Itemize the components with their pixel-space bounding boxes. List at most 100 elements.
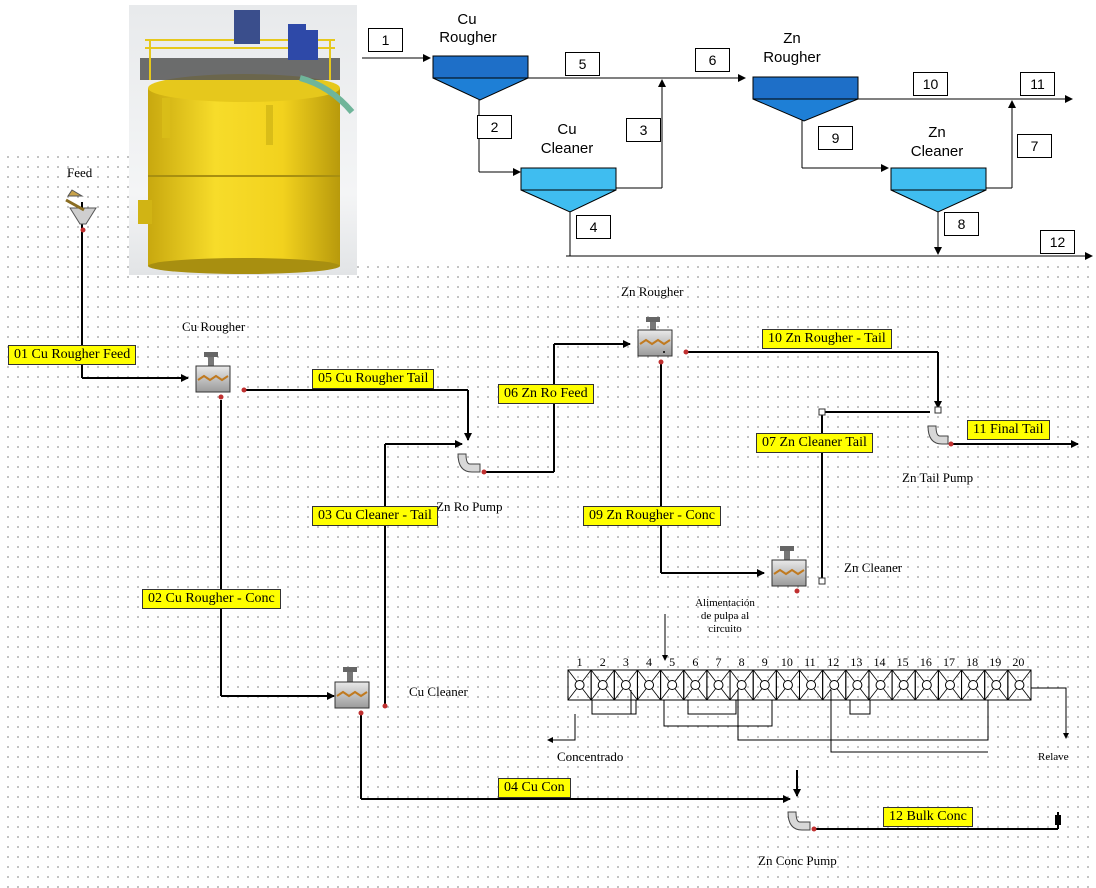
zn-cleaner-label: Zn Cleaner — [844, 560, 903, 575]
bank-cell-number-5: 5 — [669, 655, 676, 669]
stream-label-09: 09 Zn Rougher - Conc — [583, 506, 721, 526]
bank-cell-impeller-3 — [620, 680, 631, 690]
bank-cell-impeller-10 — [782, 680, 793, 690]
schematic-label-cu-cleaner-2: Cleaner — [540, 140, 594, 157]
concentrate-label: Concentrado — [557, 749, 624, 764]
bank-cell-impeller-13 — [852, 680, 863, 690]
schematic-cu-rougher-cell — [432, 55, 529, 101]
zn-conc-pump-label: Zn Conc Pump — [758, 853, 837, 868]
cu-rougher-cell-icon — [195, 352, 247, 400]
flotation-bank-diagram — [547, 614, 1069, 753]
bank-cell-number-15: 15 — [896, 655, 909, 669]
stream-number-1: 1 — [368, 28, 403, 52]
schematic-label-zn-rougher-1: Zn — [783, 30, 801, 47]
schematic-label-cu-cleaner-1: Cu — [557, 121, 577, 138]
schematic-cu-cleaner-cell — [520, 167, 617, 213]
zn-tail-pump-label: Zn Tail Pump — [902, 470, 974, 485]
bank-cell-impeller-11 — [806, 680, 817, 690]
bank-cell-impeller-20 — [1014, 680, 1025, 690]
bank-feed-label: Alimentación de pulpa al circuito — [690, 597, 760, 636]
bank-cell-number-17: 17 — [942, 655, 955, 669]
stream-label-05: 05 Cu Rougher Tail — [312, 369, 435, 389]
stream-label-11: 11 Final Tail — [967, 420, 1050, 440]
stream-label-04: 04 Cu Con — [498, 778, 571, 798]
bank-feed-label-line-1: Alimentación — [695, 597, 755, 609]
schematic-label-zn-cleaner-2: Cleaner — [910, 143, 964, 160]
bank-cell-impeller-12 — [829, 680, 840, 690]
bank-cell-impeller-9 — [759, 680, 770, 690]
zn-cleaner-cell-icon — [771, 408, 826, 594]
bank-feed-label-line-2: de pulpa al — [700, 610, 750, 622]
stream-number-8: 8 — [944, 212, 979, 236]
bank-cell-impeller-7 — [713, 680, 724, 690]
bank-cell-number-4: 4 — [646, 655, 653, 669]
bank-cell-number-9: 9 — [761, 655, 768, 669]
stream-number-4: 4 — [576, 215, 611, 239]
zn-rougher-cell-icon — [637, 317, 689, 365]
zn-rougher-label: Zn Rougher — [621, 284, 684, 299]
schematic-label-zn-cleaner-1: Zn — [928, 124, 946, 141]
bank-cell-impeller-5 — [667, 680, 678, 690]
bank-cell-impeller-15 — [898, 680, 909, 690]
schematic-zn-rougher-cell — [752, 76, 859, 122]
zn-ro-pump-icon — [457, 453, 487, 475]
stream-number-11: 11 — [1020, 72, 1055, 96]
tailings-label: Relave — [1038, 751, 1069, 763]
bank-cell-impeller-16 — [921, 680, 932, 690]
zn-tail-pump-icon — [927, 406, 954, 447]
bank-cell-impeller-6 — [690, 680, 701, 690]
schematic-label-zn-rougher-2: Rougher — [763, 49, 821, 66]
bank-cell-number-8: 8 — [738, 655, 745, 669]
stream-label-02: 02 Cu Rougher - Conc — [142, 589, 281, 609]
stream-label-07: 07 Zn Cleaner Tail — [756, 433, 873, 453]
schematic-label-cu-rougher-2: Rougher — [439, 29, 497, 46]
flowsheet-lines — [81, 202, 1079, 830]
stream-number-3: 3 — [626, 118, 661, 142]
stream-number-2: 2 — [477, 115, 512, 139]
stream-number-10: 10 — [913, 72, 948, 96]
bank-cell-impeller-4 — [644, 680, 655, 690]
schematic-flowsheet — [362, 54, 1093, 260]
bank-cell-impeller-8 — [736, 680, 747, 690]
stream-number-7: 7 — [1017, 134, 1052, 158]
cu-cleaner-cell-icon — [334, 667, 388, 716]
bank-cell-number-11: 11 — [804, 655, 816, 669]
bank-cell-number-19: 19 — [989, 655, 1002, 669]
cu-cleaner-label: Cu Cleaner — [409, 684, 468, 699]
bank-cell-impeller-19 — [991, 680, 1002, 690]
schematic-label-cu-rougher-1: Cu — [457, 11, 477, 28]
bank-cell-number-1: 1 — [576, 655, 583, 669]
bank-cell-20 — [1007, 669, 1032, 701]
bank-cell-number-2: 2 — [599, 655, 606, 669]
stream-label-12: 12 Bulk Conc — [883, 807, 973, 827]
stream-label-03: 03 Cu Cleaner - Tail — [312, 506, 438, 526]
bank-cell-number-10: 10 — [780, 655, 793, 669]
stream-endpoints — [663, 351, 665, 353]
bank-cell-impeller-1 — [574, 680, 585, 690]
bank-cell-number-6: 6 — [692, 655, 699, 669]
bank-feed-label-line-3: circuito — [708, 623, 742, 635]
bank-cell-number-20: 20 — [1012, 655, 1025, 669]
bank-cell-number-13: 13 — [850, 655, 863, 669]
stream-number-9: 9 — [818, 126, 853, 150]
stream-label-06: 06 Zn Ro Feed — [498, 384, 594, 404]
feed-hopper — [65, 189, 97, 233]
bank-cell-number-12: 12 — [827, 655, 840, 669]
bank-cell-impeller-17 — [944, 680, 955, 690]
stream-number-5: 5 — [565, 52, 600, 76]
bank-cell-number-14: 14 — [873, 655, 886, 669]
flotation-tank-illustration — [138, 10, 355, 274]
stream-number-6: 6 — [695, 48, 730, 72]
bank-cell-number-7: 7 — [715, 655, 722, 669]
cu-rougher-label: Cu Rougher — [182, 319, 246, 334]
stream-label-01: 01 Cu Rougher Feed — [8, 345, 137, 365]
bank-cell-impeller-14 — [875, 680, 886, 690]
feed-label: Feed — [67, 165, 93, 180]
stream-number-12: 12 — [1040, 230, 1075, 254]
zn-ro-pump-label: Zn Ro Pump — [436, 499, 503, 514]
bank-cell-number-18: 18 — [966, 655, 979, 669]
bank-cell-impeller-2 — [597, 680, 608, 690]
schematic-zn-cleaner-cell — [890, 167, 987, 213]
